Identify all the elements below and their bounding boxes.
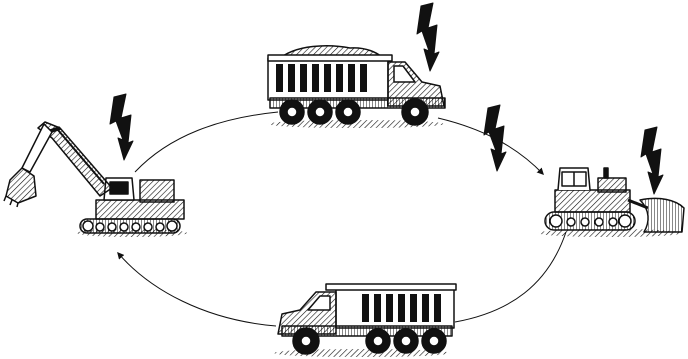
dump-truck-icon [268, 46, 445, 128]
arc-bulldozer-to-bottom-truck [455, 232, 566, 322]
dump-truck-icon [274, 284, 456, 357]
arc-bottom-truck-to-excavator [118, 253, 276, 326]
arc-excavator-to-top-truck [135, 112, 278, 172]
lightning-bolt-icon [484, 105, 506, 171]
lightning-bolt-icon [110, 94, 133, 160]
lightning-bolt-icon [417, 3, 439, 71]
bulldozer-icon [538, 168, 684, 237]
lightning-bolt-icon [641, 127, 663, 194]
excavator-icon [4, 122, 187, 237]
